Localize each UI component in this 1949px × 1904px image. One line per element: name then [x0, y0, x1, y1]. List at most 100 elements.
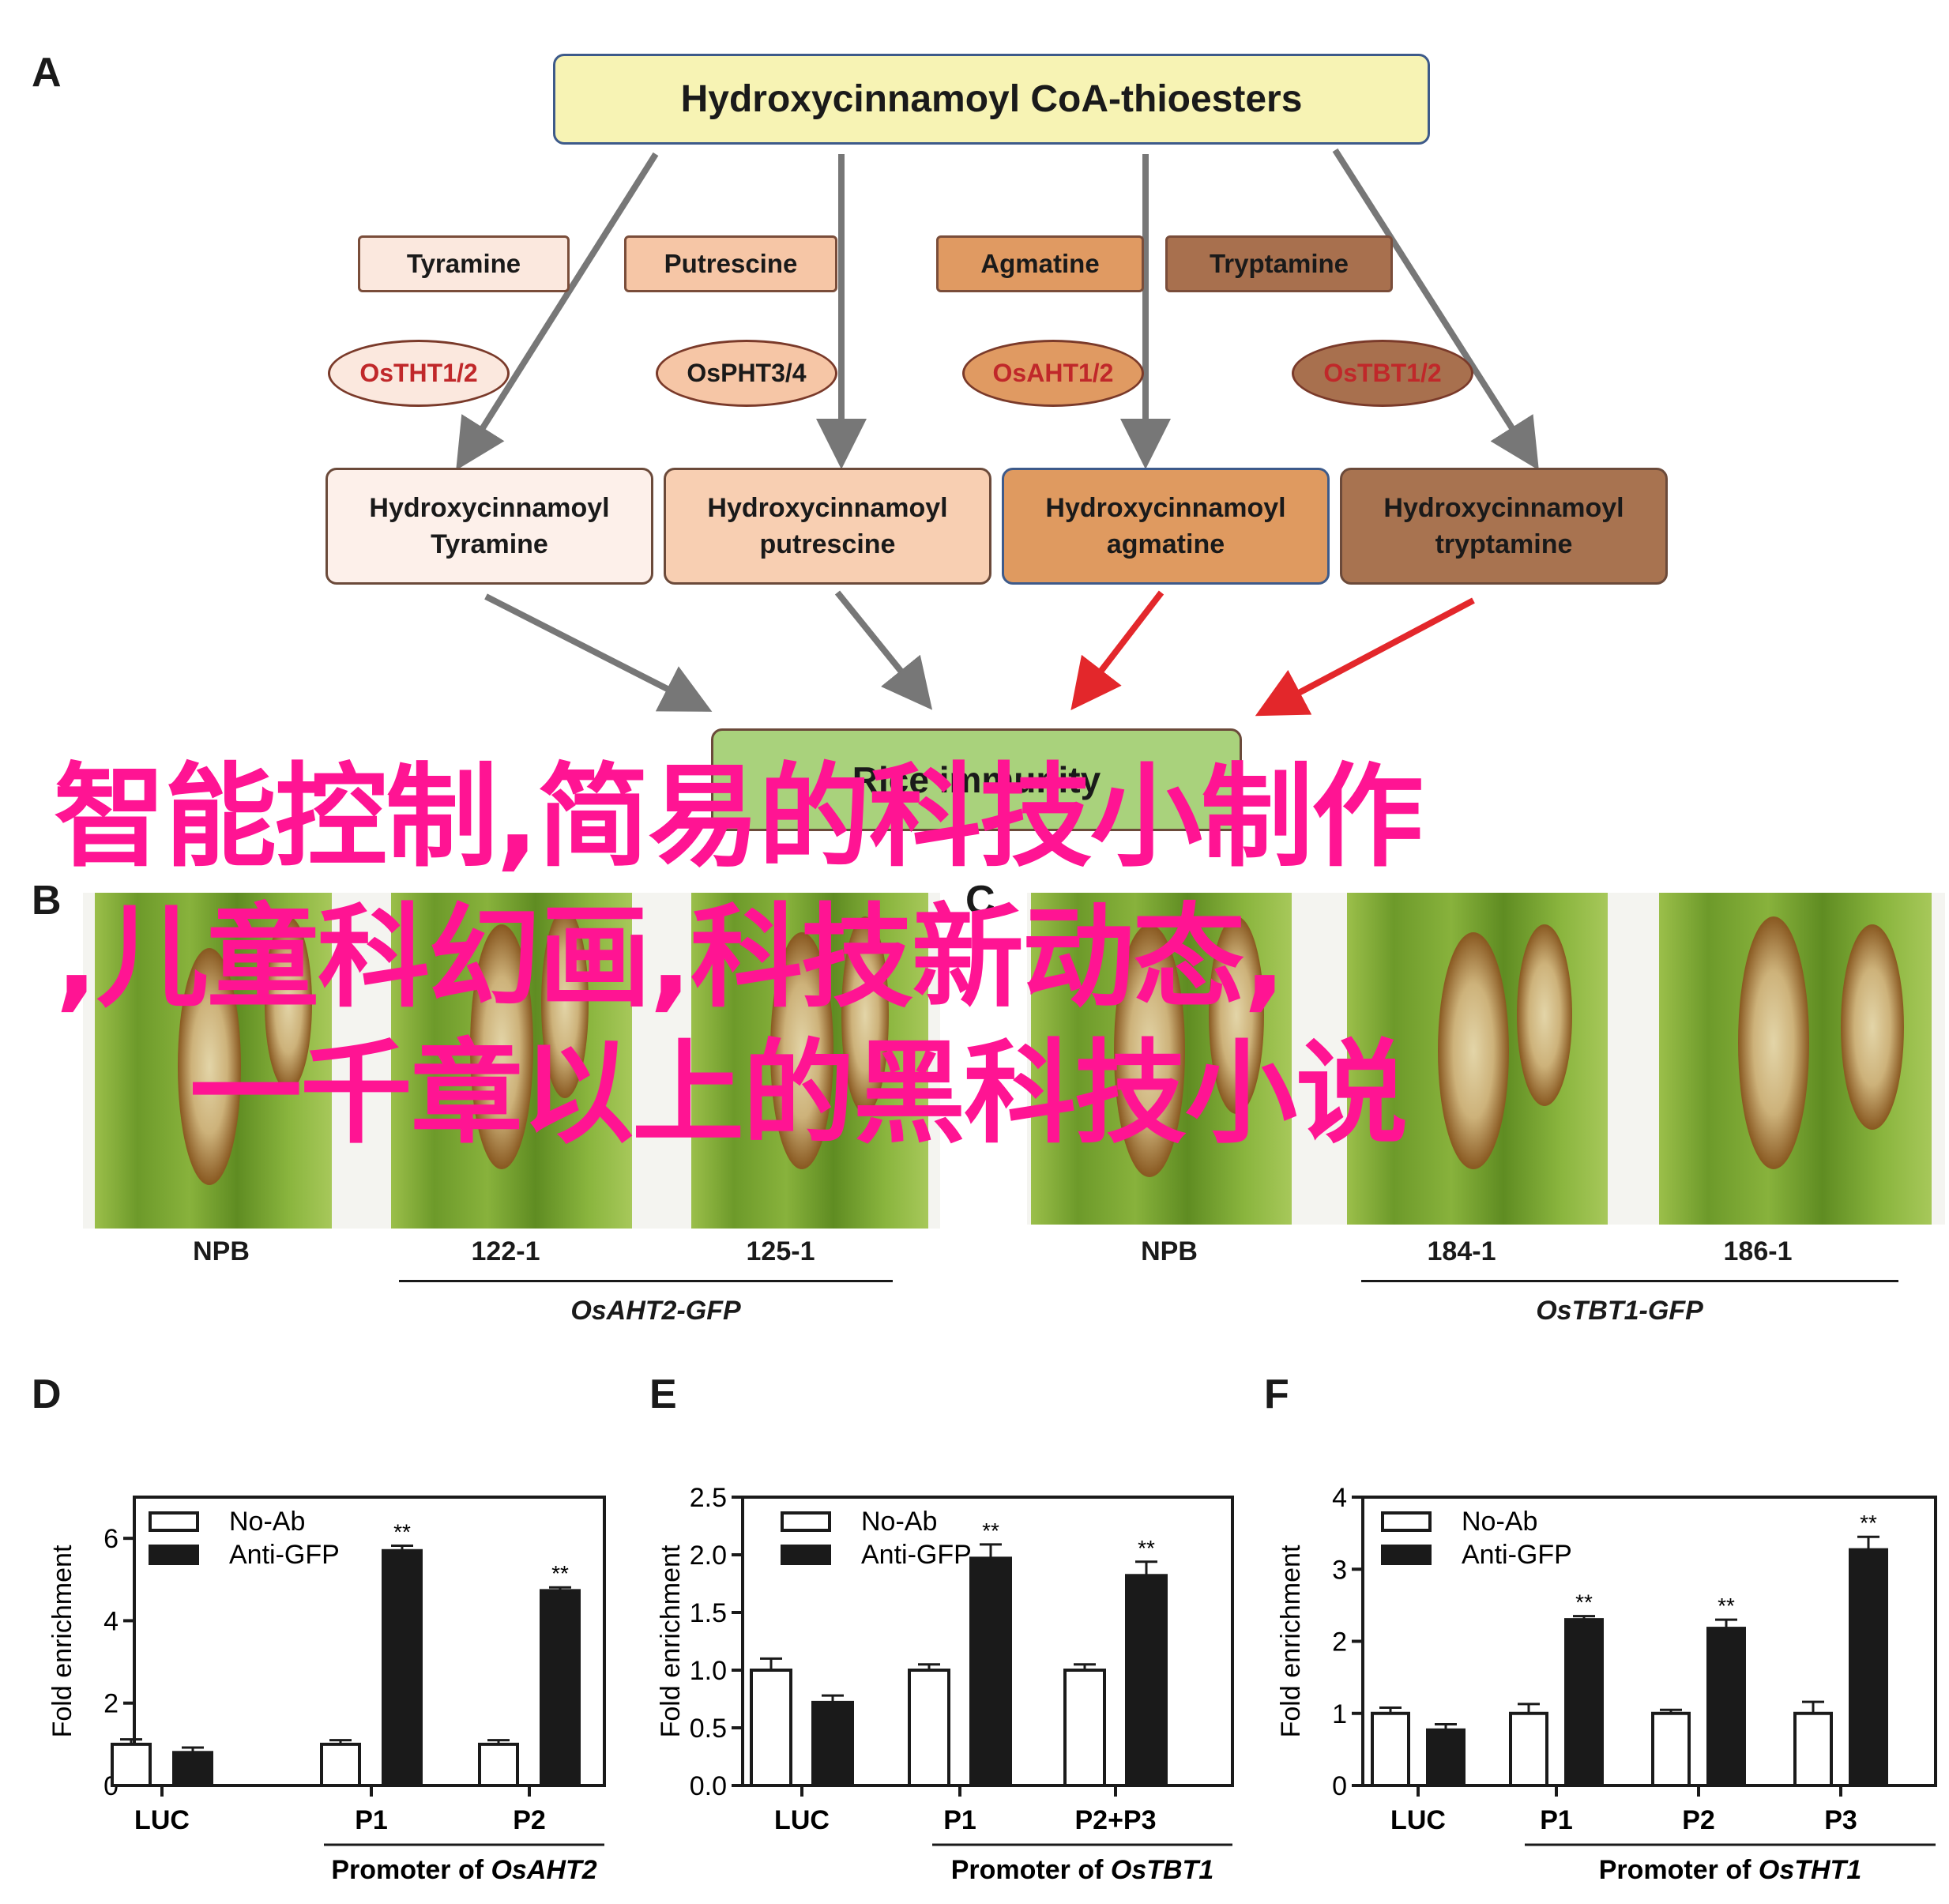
bar-anti-gfp — [811, 1700, 854, 1788]
label-c-184: 184-1 — [1427, 1236, 1496, 1266]
rice-immunity-box: Rice immunity — [711, 728, 1242, 831]
bar-anti-gfp — [540, 1589, 581, 1787]
legend-swatch — [1381, 1511, 1432, 1532]
bar-no-ab — [1371, 1711, 1410, 1787]
bar-anti-gfp — [1849, 1548, 1888, 1788]
bar-no-ab — [320, 1742, 361, 1788]
y-tick-label: 1.0 — [690, 1656, 727, 1686]
enzyme-osaht: OsAHT1/2 — [962, 340, 1144, 407]
legend-label: No-Ab — [1462, 1507, 1537, 1537]
plot-frame — [133, 1496, 606, 1787]
bar-no-ab — [111, 1742, 152, 1788]
legend-swatch — [781, 1511, 831, 1532]
bar-anti-gfp — [1426, 1728, 1466, 1787]
group-label: Promoter of OsAHT2 — [331, 1855, 596, 1885]
watermark-line-2: ,儿童科幻画,科技新动态, — [55, 893, 1286, 1023]
leaf-photo-c — [1027, 893, 1945, 1225]
group-c: OsTBT1-GFP — [1536, 1296, 1703, 1326]
bar-anti-gfp — [1706, 1627, 1746, 1788]
substrate-tryptamine: Tryptamine — [1165, 235, 1393, 292]
substrate-tyramine: Tyramine — [358, 235, 570, 292]
significance-mark: ** — [982, 1518, 999, 1543]
panel-label-b: B — [32, 878, 62, 924]
y-tick-label: 1.5 — [690, 1598, 727, 1628]
significance-mark: ** — [1575, 1590, 1593, 1615]
bracket-b — [399, 1280, 893, 1282]
legend-label: Anti-GFP — [229, 1540, 340, 1570]
y-tick-label: 0 — [1332, 1771, 1347, 1801]
legend-label: Anti-GFP — [1462, 1540, 1572, 1570]
bar-no-ab — [1651, 1711, 1691, 1787]
watermark-line-3: 一千章以上的黑科技小说 — [190, 1029, 1408, 1159]
enzyme-ostbt: OsTBT1/2 — [1292, 340, 1473, 407]
bar-anti-gfp — [1125, 1574, 1168, 1787]
substrate-putrescine: Putrescine — [624, 235, 837, 292]
panel-label-c: C — [965, 878, 995, 924]
bracket-c — [1361, 1280, 1898, 1282]
significance-mark: ** — [393, 1520, 411, 1545]
bar-no-ab — [908, 1669, 950, 1787]
bar-anti-gfp — [969, 1556, 1012, 1787]
y-tick-label: 2.5 — [690, 1483, 727, 1513]
arrow-top-to-tryptamine — [1332, 148, 1539, 471]
bar-anti-gfp — [382, 1548, 423, 1788]
significance-mark: ** — [1718, 1594, 1735, 1618]
legend-label: No-Ab — [861, 1507, 937, 1537]
group-label: Promoter of OsTBT1 — [951, 1855, 1213, 1885]
y-tick-label: 2 — [103, 1689, 119, 1719]
bar-no-ab — [750, 1669, 792, 1787]
bar-anti-gfp — [1564, 1618, 1604, 1787]
arrow-tyramine-to-immunity — [484, 593, 713, 712]
label-c-npb: NPB — [1141, 1236, 1198, 1266]
bar-no-ab — [1793, 1711, 1833, 1787]
y-tick-label: 0.5 — [690, 1714, 727, 1744]
y-axis-label: Fold enrichment — [1276, 1545, 1306, 1737]
bar-no-ab — [478, 1742, 519, 1788]
y-axis-label: Fold enrichment — [656, 1545, 686, 1737]
pathway-top-label: Hydroxycinnamoyl CoA-thioesters — [680, 77, 1303, 120]
enzyme-ostht: OsTHT1/2 — [328, 340, 510, 407]
y-tick-label: 4 — [1332, 1483, 1347, 1513]
x-tick-label: P2+P3 — [1074, 1805, 1156, 1835]
legend-label: Anti-GFP — [861, 1540, 972, 1570]
y-tick-label: 2 — [1332, 1627, 1347, 1658]
legend-label: No-Ab — [229, 1507, 305, 1537]
bar-no-ab — [1509, 1711, 1548, 1787]
y-tick-label: 3 — [1332, 1555, 1347, 1585]
x-tick-label: P3 — [1824, 1805, 1857, 1835]
legend-swatch — [149, 1511, 199, 1532]
x-tick-label: P1 — [1540, 1805, 1573, 1835]
enzyme-ospht: OsPHT3/4 — [656, 340, 837, 407]
x-tick-label: P1 — [355, 1805, 388, 1835]
arrow-tryptamine-to-immunity — [1255, 597, 1475, 717]
y-tick-label: 0.0 — [690, 1771, 727, 1801]
pathway-arrows — [456, 148, 1539, 717]
y-tick-label: 6 — [103, 1524, 119, 1554]
x-tick-label: P2 — [1682, 1805, 1715, 1835]
x-tick-label: P2 — [513, 1805, 546, 1835]
panel-label-f: F — [1264, 1372, 1289, 1417]
significance-mark: ** — [1138, 1536, 1155, 1560]
x-tick-label: LUC — [1390, 1805, 1446, 1835]
label-c-186: 186-1 — [1723, 1236, 1793, 1266]
x-tick-label: LUC — [134, 1805, 190, 1835]
significance-mark: ** — [1860, 1511, 1877, 1535]
x-tick-label: P1 — [943, 1805, 976, 1835]
panel-label-d: D — [32, 1372, 62, 1417]
y-axis-label: Fold enrichment — [47, 1545, 77, 1737]
substrate-agmatine: Agmatine — [936, 235, 1144, 292]
significance-mark: ** — [551, 1561, 569, 1586]
pathway-top-box: Hydroxycinnamoyl CoA-thioesters — [553, 54, 1430, 145]
panel-label-a: A — [32, 50, 62, 96]
panel-label-e: E — [649, 1372, 677, 1417]
arrow-top-to-tyramine — [456, 152, 659, 471]
x-tick-label: LUC — [774, 1805, 830, 1835]
bar-anti-gfp — [172, 1751, 213, 1787]
arrow-agmatine-to-immunity — [1070, 590, 1165, 711]
group-b: OsAHT2-GFP — [570, 1296, 741, 1326]
